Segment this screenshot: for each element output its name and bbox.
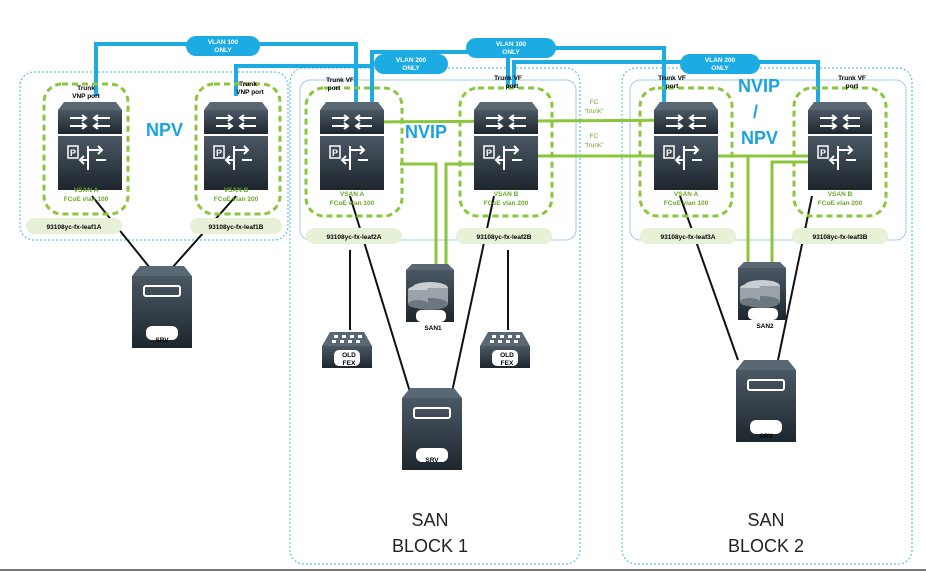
fex-2: OLD FEX (480, 332, 530, 368)
leaf2a-name: 93108yc-fx-leaf2A (327, 234, 382, 241)
port-label: Trunk (77, 85, 95, 92)
svg-text:port: port (846, 83, 859, 90)
svg-text:FCoE vlan 100: FCoE vlan 100 (664, 200, 709, 207)
svg-text:OLD: OLD (342, 352, 356, 359)
svg-text:Trunk VF: Trunk VF (326, 77, 354, 84)
leaf3b-name: 93108yc-fx-leaf3B (813, 234, 868, 241)
switch-leaf2a: Trunk VF port VSAN A FCoE vlan 100 (304, 77, 404, 218)
svg-text:VNP port: VNP port (236, 89, 265, 96)
svg-text:Trunk VF: Trunk VF (658, 75, 686, 82)
svg-text:FCoE vlan 100: FCoE vlan 100 (330, 200, 375, 207)
svg-text:VSAN A: VSAN A (674, 191, 699, 198)
vlan-tag-vlan100-left: VLAN 100 ONLY (186, 36, 260, 56)
switch-name-pills: 93108yc-fx-leaf1A 93108yc-fx-leaf1B 9310… (26, 218, 888, 244)
svg-text:“trunk”: “trunk” (585, 142, 604, 149)
vlan200-right-link (512, 60, 820, 104)
svg-text:FCoE vlan 200: FCoE vlan 200 (818, 200, 863, 207)
svg-text:Trunk: Trunk (239, 81, 257, 88)
vlan200-left-link (234, 64, 374, 104)
switch-leaf1a: Trunk VNP port VSAN A FCoE vlan 100 (42, 82, 130, 216)
mode-nvip-npv-line2: / (753, 102, 758, 122)
mode-npv-label: NPV (146, 120, 183, 140)
svg-text:Trunk VF: Trunk VF (838, 75, 866, 82)
server-1: SRV (131, 265, 193, 349)
vlan100-mid-link-2 (370, 50, 508, 66)
svg-text:port: port (666, 83, 679, 90)
svg-text:SAN1: SAN1 (424, 325, 442, 332)
server-3: SRV (735, 359, 797, 443)
svg-text:VLAN 200: VLAN 200 (396, 57, 427, 64)
svg-text:SRV: SRV (155, 337, 169, 344)
svg-text:VLAN 200: VLAN 200 (705, 57, 736, 64)
svg-text:OLD: OLD (500, 352, 514, 359)
svg-text:ONLY: ONLY (502, 49, 520, 56)
block2-title-line1: SAN (747, 510, 784, 530)
leaf2b-name: 93108yc-fx-leaf2B (477, 234, 532, 241)
fc-label-top: FC “trunk” (585, 99, 604, 115)
svg-text:VSAN B: VSAN B (494, 191, 519, 198)
svg-text:FCoE vlan 200: FCoE vlan 200 (484, 200, 529, 207)
block-outlines (19, 67, 913, 565)
port-label-2: VNP port (72, 93, 101, 100)
svg-text:VSAN A: VSAN A (340, 191, 365, 198)
fex-1: OLD FEX (322, 332, 372, 368)
vlan-tag-vlan100-mid: VLAN 100 ONLY (466, 38, 556, 58)
svg-text:ONLY: ONLY (214, 47, 232, 54)
leaf3a-name: 93108yc-fx-leaf3A (661, 234, 716, 241)
mode-nvip-npv-line3: NPV (741, 128, 778, 148)
storage-san2: SAN2 (738, 262, 786, 330)
switch-leaf1b: Trunk VNP port VSAN B FCoE vlan 200 (194, 81, 282, 216)
svg-text:ONLY: ONLY (711, 65, 729, 72)
switch-leaf2b: Trunk VF port VSAN B FCoE vlan 200 (458, 75, 554, 218)
fcoe-label: FCoE vlan 100 (64, 196, 109, 203)
svg-text:FC: FC (590, 133, 599, 140)
vlan-tag-vlan200-right: VLAN 200 ONLY (680, 54, 760, 74)
svg-text:VSAN B: VSAN B (828, 191, 853, 198)
svg-text:SRV: SRV (425, 457, 439, 464)
block2-title-line2: BLOCK 2 (728, 536, 804, 556)
switch-leaf3b: Trunk VF port VSAN B FCoE vlan 200 (792, 75, 888, 218)
vsan-label: VSAN A (74, 187, 99, 194)
svg-text:port: port (506, 83, 519, 90)
svg-text:SRV: SRV (759, 433, 773, 440)
block2-outline (621, 67, 913, 565)
svg-text:FCoE vlan 200: FCoE vlan 200 (214, 196, 259, 203)
svg-text:VSAN B: VSAN B (224, 187, 249, 194)
svg-text:VLAN 100: VLAN 100 (496, 41, 527, 48)
block0-outline (19, 71, 289, 241)
svg-text:SAN2: SAN2 (756, 323, 774, 330)
svg-text:FEX: FEX (501, 360, 514, 367)
svg-text:ONLY: ONLY (402, 65, 420, 72)
svg-text:Trunk VF: Trunk VF (494, 75, 522, 82)
vlan100-mid-link (506, 46, 666, 104)
mode-nvip-npv-line1: NVIP (738, 76, 780, 96)
svg-text:port: port (328, 85, 341, 92)
svg-text:“trunk”: “trunk” (585, 108, 604, 115)
vlan-tag-vlan200-left: VLAN 200 ONLY (374, 54, 448, 74)
svg-text:VLAN 100: VLAN 100 (208, 39, 239, 46)
fc-label-bottom: FC “trunk” (585, 133, 604, 149)
leaf1a-name: 93108yc-fx-leaf1A (47, 224, 102, 231)
block1-title-line1: SAN (411, 510, 448, 530)
svg-text:FC: FC (590, 99, 599, 106)
server-2: SRV (401, 387, 463, 471)
block1-title-line2: BLOCK 1 (392, 536, 468, 556)
svg-text:FEX: FEX (343, 360, 356, 367)
mode-nvip-label: NVIP (405, 122, 447, 142)
block1-outline (289, 67, 581, 565)
switch-leaf3a: Trunk VF port VSAN A FCoE vlan 100 (638, 75, 734, 218)
leaf1b-name: 93108yc-fx-leaf1B (209, 224, 264, 231)
storage-san1: SAN1 (406, 264, 454, 332)
